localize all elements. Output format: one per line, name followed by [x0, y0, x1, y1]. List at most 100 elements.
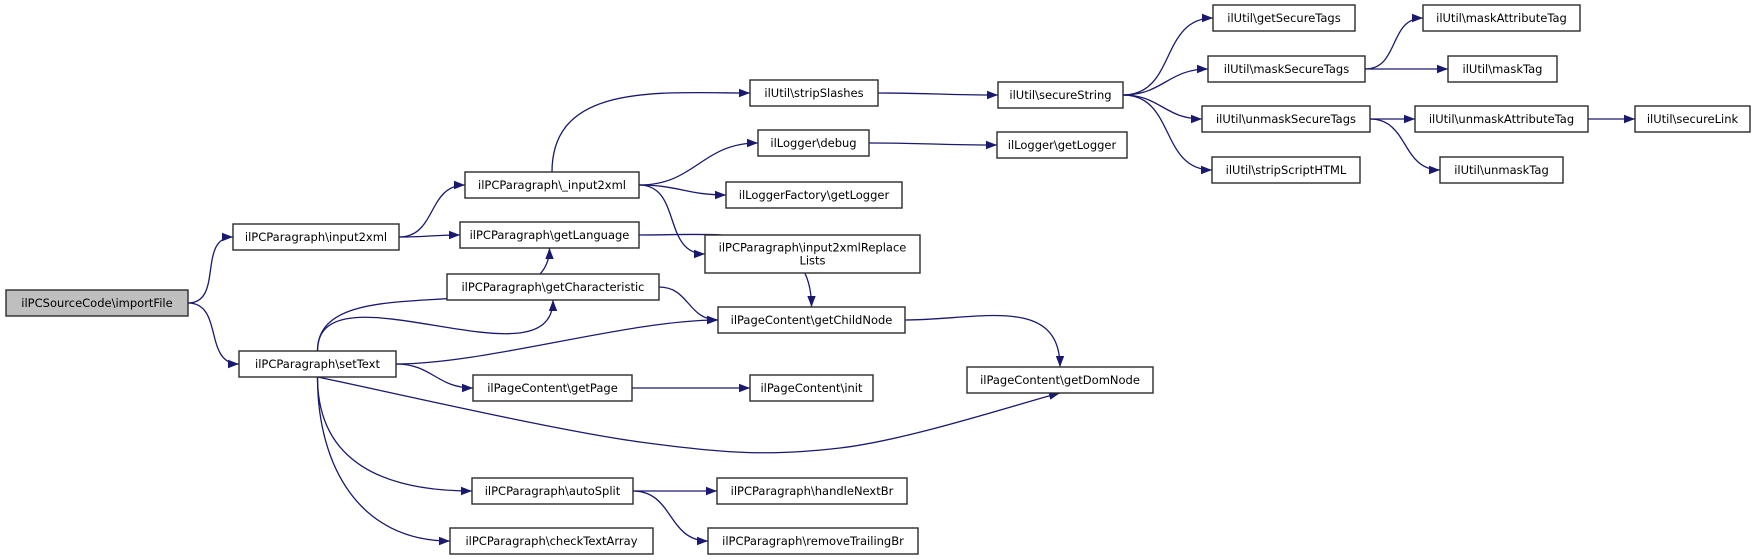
node-label: ilUtil\secureString [1009, 88, 1111, 102]
node-label: ilPCSourceCode\importFile [21, 296, 172, 310]
node-label: Lists [799, 253, 825, 267]
node-getDomNode[interactable]: ilPageContent\getDomNode [966, 366, 1154, 394]
node-label: ilPCParagraph\getLanguage [470, 228, 630, 242]
edge-setText-to-getPage [395, 363, 474, 393]
node-label: ilPCParagraph\input2xmlReplace [719, 241, 907, 255]
edge-autoSplit-to-handleNextBr [632, 486, 717, 496]
arrowhead-icon [1197, 64, 1208, 74]
edge-getPage-to-init [631, 383, 750, 393]
node-maskAttributeTag[interactable]: ilUtil\maskAttributeTag [1422, 4, 1581, 32]
node-label: ilPageContent\getChildNode [731, 313, 893, 327]
edge-secureString-to-stripScriptHTML [1122, 94, 1213, 175]
edge-unmaskSecureTags-to-unmaskTag [1369, 118, 1441, 175]
arrowhead-icon [715, 190, 726, 200]
node-label: ilLogger\getLogger [1008, 138, 1117, 152]
node-handleNextBr[interactable]: ilPCParagraph\handleNextBr [716, 477, 908, 505]
edge-secureString-to-getSecureTags [1122, 13, 1214, 96]
arrowhead-icon [697, 536, 708, 546]
edge-getChildNode-to-getDomNode [904, 314, 1065, 368]
arrowhead-icon [1404, 114, 1415, 124]
arrowhead-icon [739, 88, 750, 98]
node-getChildNode[interactable]: ilPageContent\getChildNode [717, 306, 906, 334]
node-importFile[interactable]: ilPCSourceCode\importFile [5, 289, 189, 317]
node-removeTrailingBr[interactable]: ilPCParagraph\removeTrailingBr [707, 527, 919, 555]
node-setText[interactable]: ilPCParagraph\setText [238, 350, 397, 378]
edge-setText-to-autoSplit [316, 376, 473, 496]
node-label: ilPCParagraph\input2xml [245, 230, 387, 244]
edge-setText-to-getCharacteristic [316, 299, 558, 352]
node-debug[interactable]: ilLogger\debug [757, 129, 870, 157]
node-loggerFactory[interactable]: ilLoggerFactory\getLogger [725, 181, 903, 209]
node-maskSecureTags[interactable]: ilUtil\maskSecureTags [1207, 55, 1366, 83]
edge-_input2xml-to-stripSlashes [551, 88, 751, 173]
node-getLogger[interactable]: ilLogger\getLogger [996, 131, 1128, 159]
arrowhead-icon [1624, 114, 1635, 124]
arrowhead-icon [548, 300, 558, 311]
arrowhead-icon [706, 486, 717, 496]
node-label: ilPCParagraph\handleNextBr [731, 484, 894, 498]
node-label: ilUtil\stripSlashes [764, 86, 863, 100]
arrowhead-icon [987, 90, 998, 100]
edge-_input2xml-to-replaceLists [638, 184, 706, 259]
arrowhead-icon [1429, 165, 1440, 175]
node-getPage[interactable]: ilPageContent\getPage [472, 374, 633, 402]
arrowhead-icon [228, 359, 239, 369]
arrowhead-icon [694, 249, 705, 259]
edge-getCharacteristic-to-getChildNode [658, 286, 719, 325]
node-label: ilLoggerFactory\getLogger [739, 188, 890, 202]
edge-importFile-to-input2xml [187, 232, 234, 304]
node-label: ilUtil\maskAttributeTag [1436, 11, 1567, 25]
node-maskTag[interactable]: ilUtil\maskTag [1447, 55, 1558, 83]
arrowhead-icon [439, 536, 450, 546]
arrowhead-icon [986, 140, 997, 150]
node-unmaskSecureTags[interactable]: ilUtil\unmaskSecureTags [1201, 105, 1371, 133]
node-stripSlashes[interactable]: ilUtil\stripSlashes [749, 79, 879, 107]
node-unmaskTag[interactable]: ilUtil\unmaskTag [1439, 156, 1564, 184]
node-label: ilPCParagraph\autoSplit [485, 484, 621, 498]
arrowhead-icon [1055, 356, 1065, 367]
arrowhead-icon [1191, 114, 1202, 124]
node-secureLink[interactable]: ilUtil\secureLink [1634, 105, 1751, 133]
arrowhead-icon [1412, 13, 1423, 23]
edge-setText-to-checkTextArray [316, 376, 451, 546]
node-input2xml[interactable]: ilPCParagraph\input2xml [232, 223, 400, 251]
arrowhead-icon [1201, 165, 1212, 175]
arrowhead-icon [707, 315, 718, 325]
arrowhead-icon [222, 232, 233, 242]
edge-secureString-to-unmaskSecureTags [1122, 94, 1203, 124]
arrowhead-icon [454, 180, 465, 190]
node-stripScriptHTML[interactable]: ilUtil\stripScriptHTML [1211, 156, 1361, 184]
node-getLanguage[interactable]: ilPCParagraph\getLanguage [459, 221, 640, 249]
arrowhead-icon [461, 486, 472, 496]
arrowhead-icon [807, 296, 816, 307]
node-checkTextArray[interactable]: ilPCParagraph\checkTextArray [449, 527, 654, 555]
node-getCharacteristic[interactable]: ilPCParagraph\getCharacteristic [446, 273, 660, 301]
arrowhead-icon [1437, 64, 1448, 74]
node-getSecureTags[interactable]: ilUtil\getSecureTags [1212, 4, 1356, 32]
node-label: ilPCParagraph\getCharacteristic [461, 280, 644, 294]
node-label: ilUtil\unmaskTag [1454, 163, 1549, 177]
arrowhead-icon [545, 248, 554, 259]
edge-secureString-to-maskSecureTags [1122, 64, 1209, 96]
node-label: ilPCParagraph\setText [255, 357, 380, 371]
edge-autoSplit-to-removeTrailingBr [632, 490, 709, 546]
node-secureString[interactable]: ilUtil\secureString [997, 81, 1124, 109]
arrowhead-icon [739, 383, 750, 393]
node-label: ilUtil\unmaskSecureTags [1216, 112, 1356, 126]
edge-setText-to-getChildNode [395, 315, 719, 365]
node-init[interactable]: ilPageContent\init [749, 374, 874, 402]
edge-importFile-to-setText [187, 302, 240, 369]
arrowhead-icon [1202, 13, 1213, 23]
edge-maskSecureTags-to-maskTag [1365, 64, 1448, 74]
node-unmaskAttributeTag[interactable]: ilUtil\unmaskAttributeTag [1414, 105, 1589, 133]
node-label: ilPCParagraph\removeTrailingBr [722, 534, 904, 548]
node-label: ilPageContent\getDomNode [980, 373, 1140, 387]
node-label: ilPCParagraph\checkTextArray [465, 534, 637, 548]
node-autoSplit[interactable]: ilPCParagraph\autoSplit [471, 477, 634, 505]
node-_input2xml[interactable]: ilPCParagraph\_input2xml [464, 171, 640, 199]
edge-_input2xml-to-debug [638, 138, 759, 186]
edge-maskSecureTags-to-maskAttributeTag [1364, 13, 1424, 70]
